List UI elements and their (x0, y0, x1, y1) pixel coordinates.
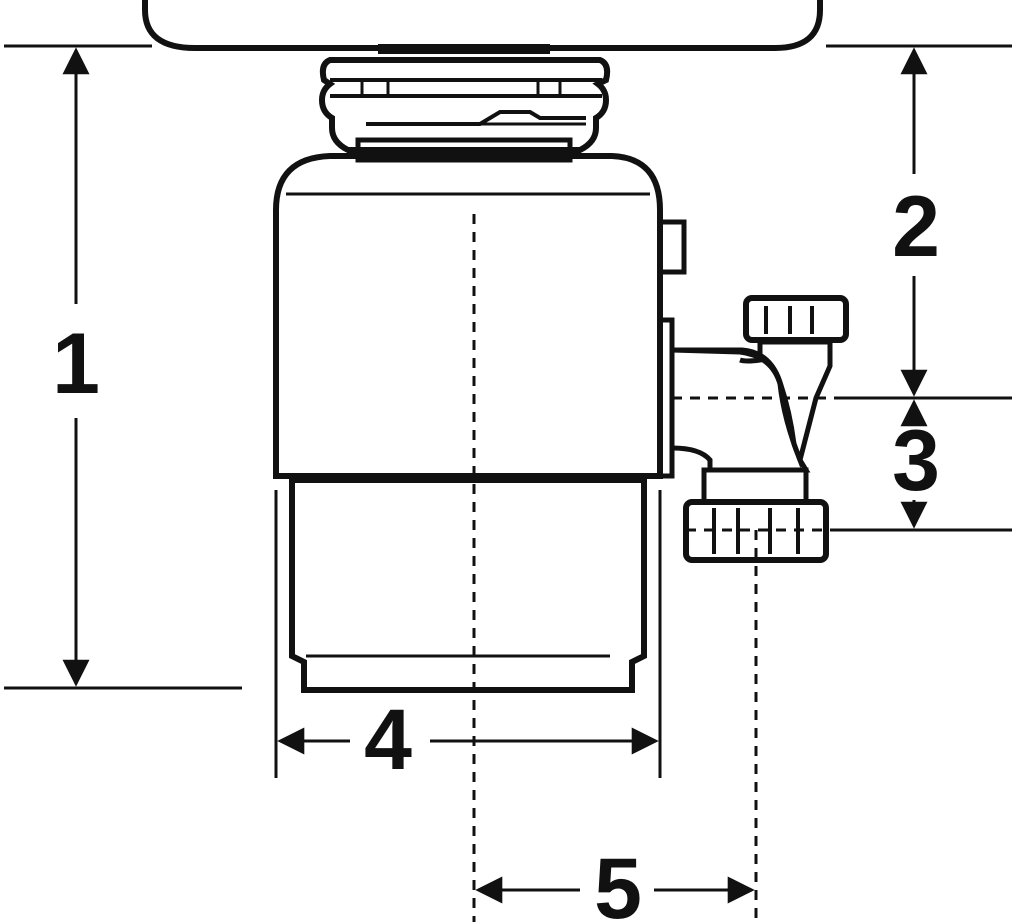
dimension-label-5: 5 (594, 841, 642, 922)
dimension-2: 2 (892, 47, 940, 397)
dimension-1: 1 (52, 47, 100, 687)
drain-elbow (669, 295, 849, 563)
sink-flange (378, 44, 550, 54)
extension-lines (4, 44, 1012, 778)
dimension-5: 5 (475, 841, 755, 922)
upper-housing (273, 153, 663, 479)
mounting-assembly (318, 57, 611, 163)
dishwasher-inlet (657, 219, 687, 275)
top-slip-nut (743, 295, 849, 343)
dimension-label-1: 1 (52, 316, 100, 412)
dimension-3: 3 (892, 399, 940, 529)
sink-basin (142, 0, 823, 54)
dimension-4: 4 (277, 692, 659, 788)
dimension-label-4: 4 (364, 692, 412, 788)
dimension-label-3: 3 (892, 413, 940, 509)
dimension-label-2: 2 (892, 179, 940, 275)
centerlines (472, 214, 838, 922)
lower-housing (289, 476, 647, 693)
